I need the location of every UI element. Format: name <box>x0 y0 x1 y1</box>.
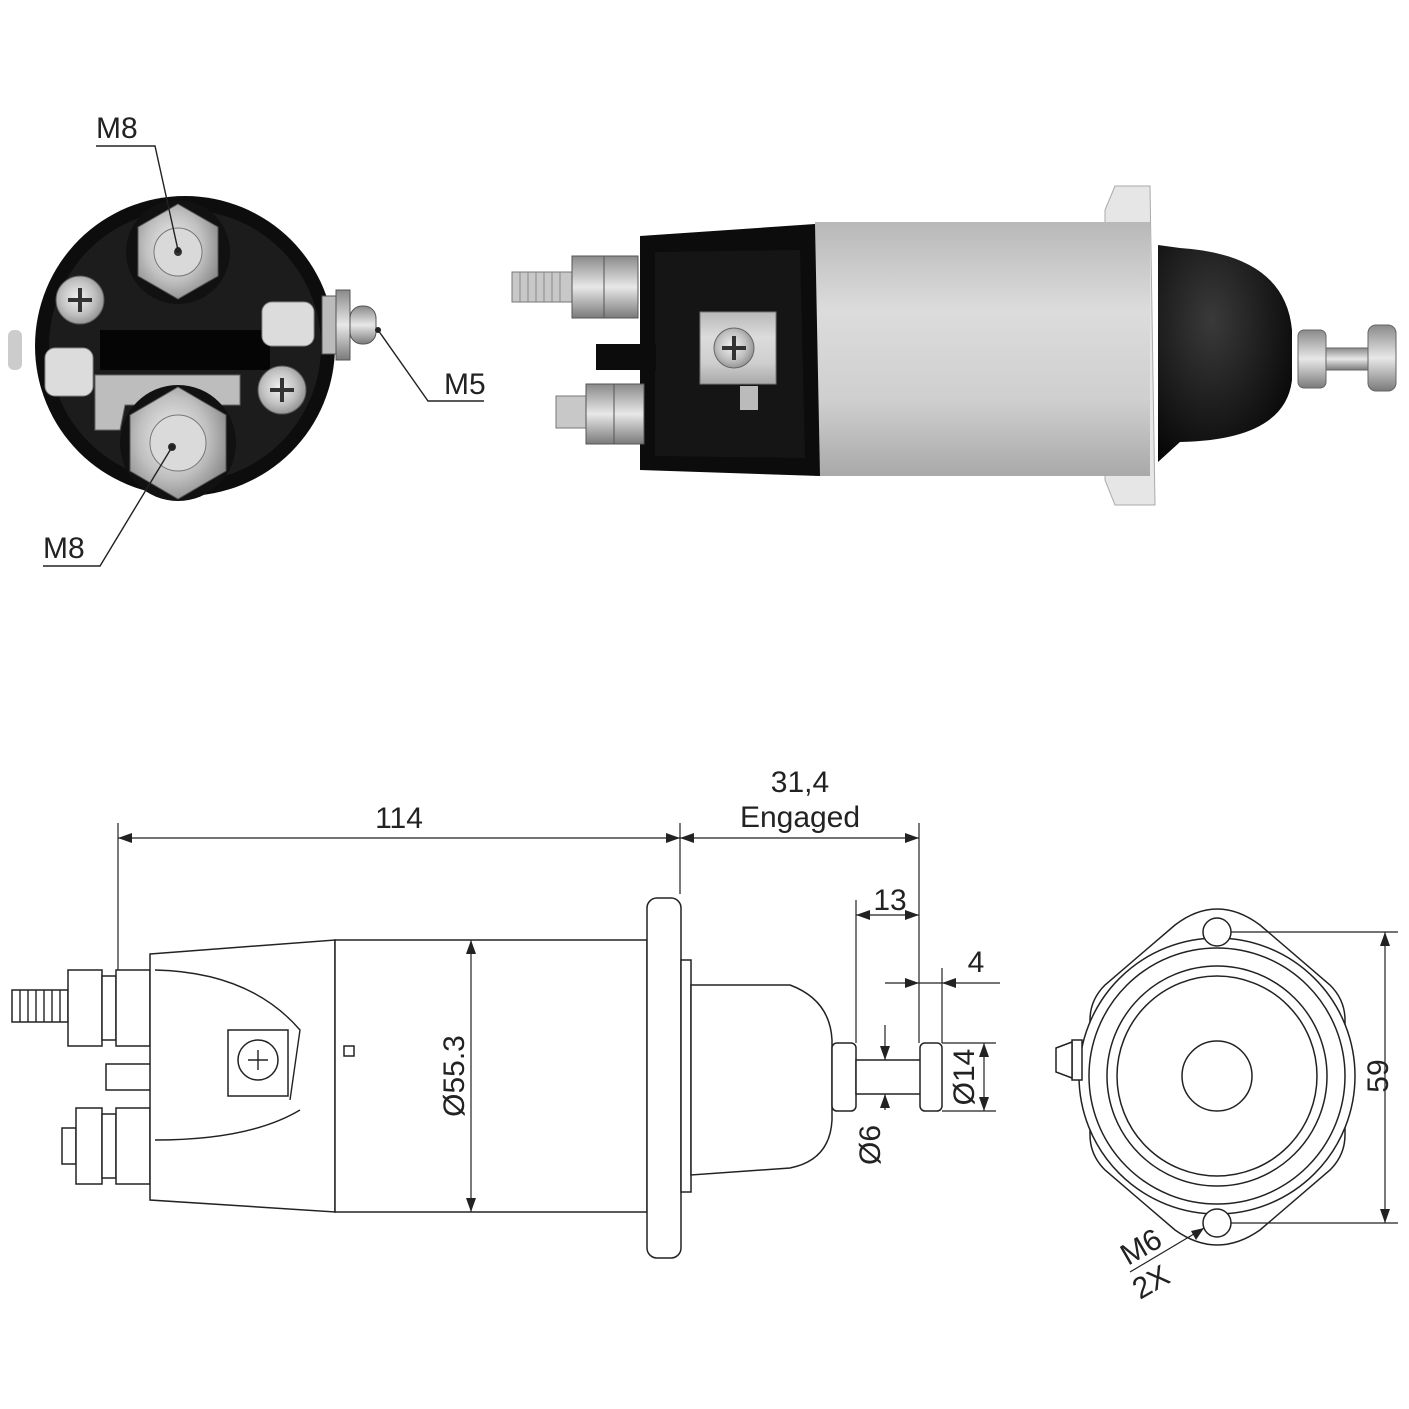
m5-terminal <box>321 289 377 361</box>
drawing-housing <box>334 939 648 1213</box>
plunger-length-dim: 13 <box>873 884 906 917</box>
shaft-diameter-dim: Ø6 <box>854 1125 887 1165</box>
head-thickness-dim: 4 <box>968 946 985 979</box>
drawing-upper-stud <box>11 969 151 1047</box>
head-diameter-dim: Ø14 <box>948 1049 981 1106</box>
drawing-end-view: 59 M6 2X <box>1055 908 1398 1306</box>
m5-label: M5 <box>444 368 486 401</box>
upper-threaded-stud <box>511 255 639 319</box>
phillips-screw-icon <box>257 365 307 415</box>
drawing-lower-stud <box>61 1107 151 1185</box>
phillips-screw-icon <box>55 275 105 325</box>
hole-spacing-dim: 59 <box>1362 1059 1395 1092</box>
stroke-note: Engaged <box>740 801 860 834</box>
overall-length-dim: 114 <box>375 802 423 835</box>
lower-threaded-stud <box>555 383 645 445</box>
rubber-boot <box>1158 245 1292 462</box>
drawing-boot <box>690 984 833 1176</box>
drawing-plunger <box>831 1042 943 1112</box>
mounting-hole-top <box>1202 917 1232 947</box>
bottom-m8-label: M8 <box>43 532 85 565</box>
drawing-flange <box>646 897 682 1259</box>
stroke-value-dim: 31,4 <box>771 766 829 799</box>
body-diameter-dim: Ø55.3 <box>438 1035 471 1117</box>
photo-side-view <box>511 185 1397 506</box>
drawing-side-view: 114 31,4 Engaged 13 4 Ø55.3 Ø6 Ø14 <box>11 766 1000 1259</box>
photo-end-view: M8 M8 M5 <box>8 112 486 567</box>
plunger <box>1297 324 1397 392</box>
center-bore <box>1181 1040 1253 1112</box>
silver-housing <box>815 222 1150 476</box>
mounting-hole-bottom <box>1202 1208 1232 1238</box>
top-m8-label: M8 <box>96 112 138 145</box>
